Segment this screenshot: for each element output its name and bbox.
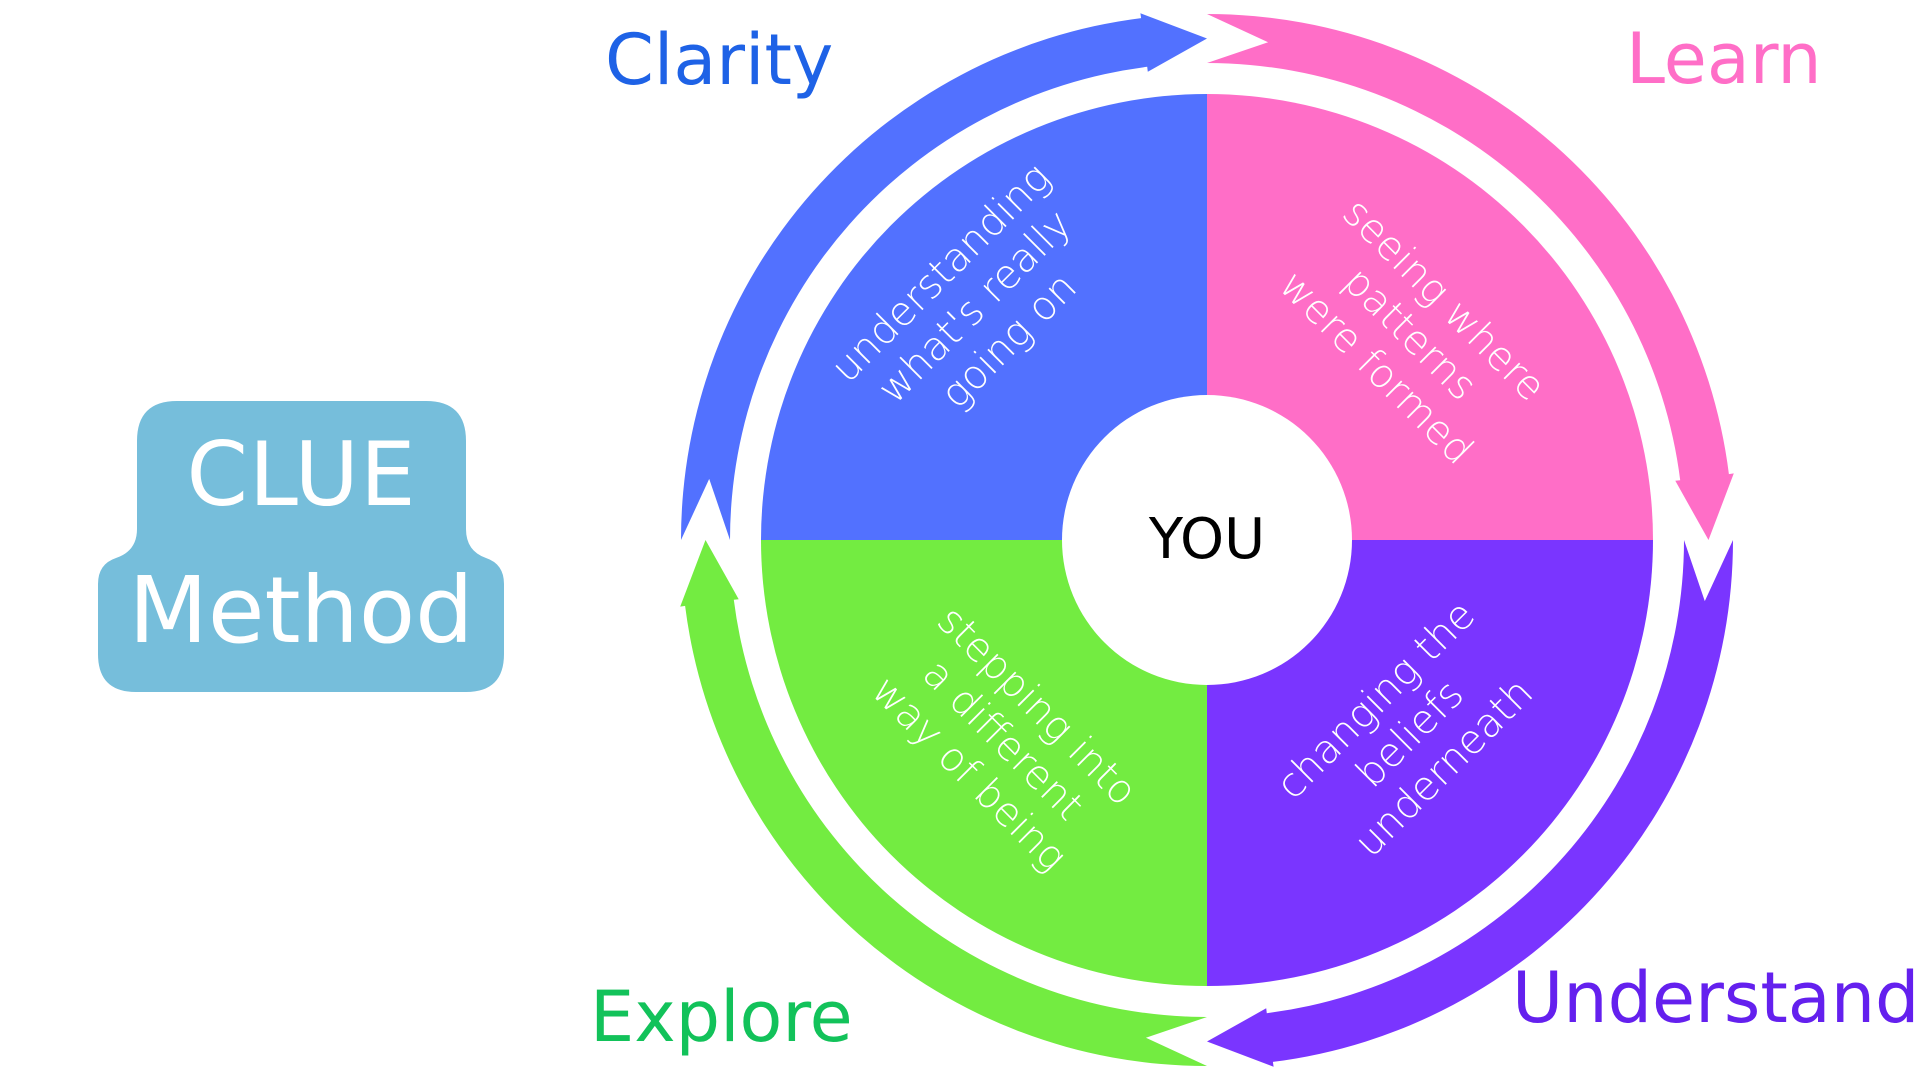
stage-label-explore: Explore (590, 976, 853, 1058)
stage-label-understand: Understand (1512, 957, 1920, 1039)
center-circle (1062, 395, 1352, 685)
badge-title-line-2: Method (128, 557, 474, 664)
center-label-you: YOU (1148, 507, 1266, 572)
arrow-clarity (681, 13, 1207, 540)
arrow-explore (680, 540, 1207, 1066)
quadrant-understand (1207, 540, 1653, 986)
badge-title-line-1: CLUE (186, 423, 417, 526)
arrow-learn (1207, 13, 1734, 540)
arrow-understand (1207, 540, 1734, 1067)
stage-label-learn: Learn (1626, 18, 1822, 100)
quadrant-clarity (761, 94, 1207, 540)
quadrant-learn (1207, 94, 1653, 540)
quadrant-explore (761, 540, 1207, 986)
badge-shape (98, 401, 504, 692)
clue-method-badge: CLUE Method (98, 401, 504, 692)
stage-label-clarity: Clarity (605, 19, 834, 101)
